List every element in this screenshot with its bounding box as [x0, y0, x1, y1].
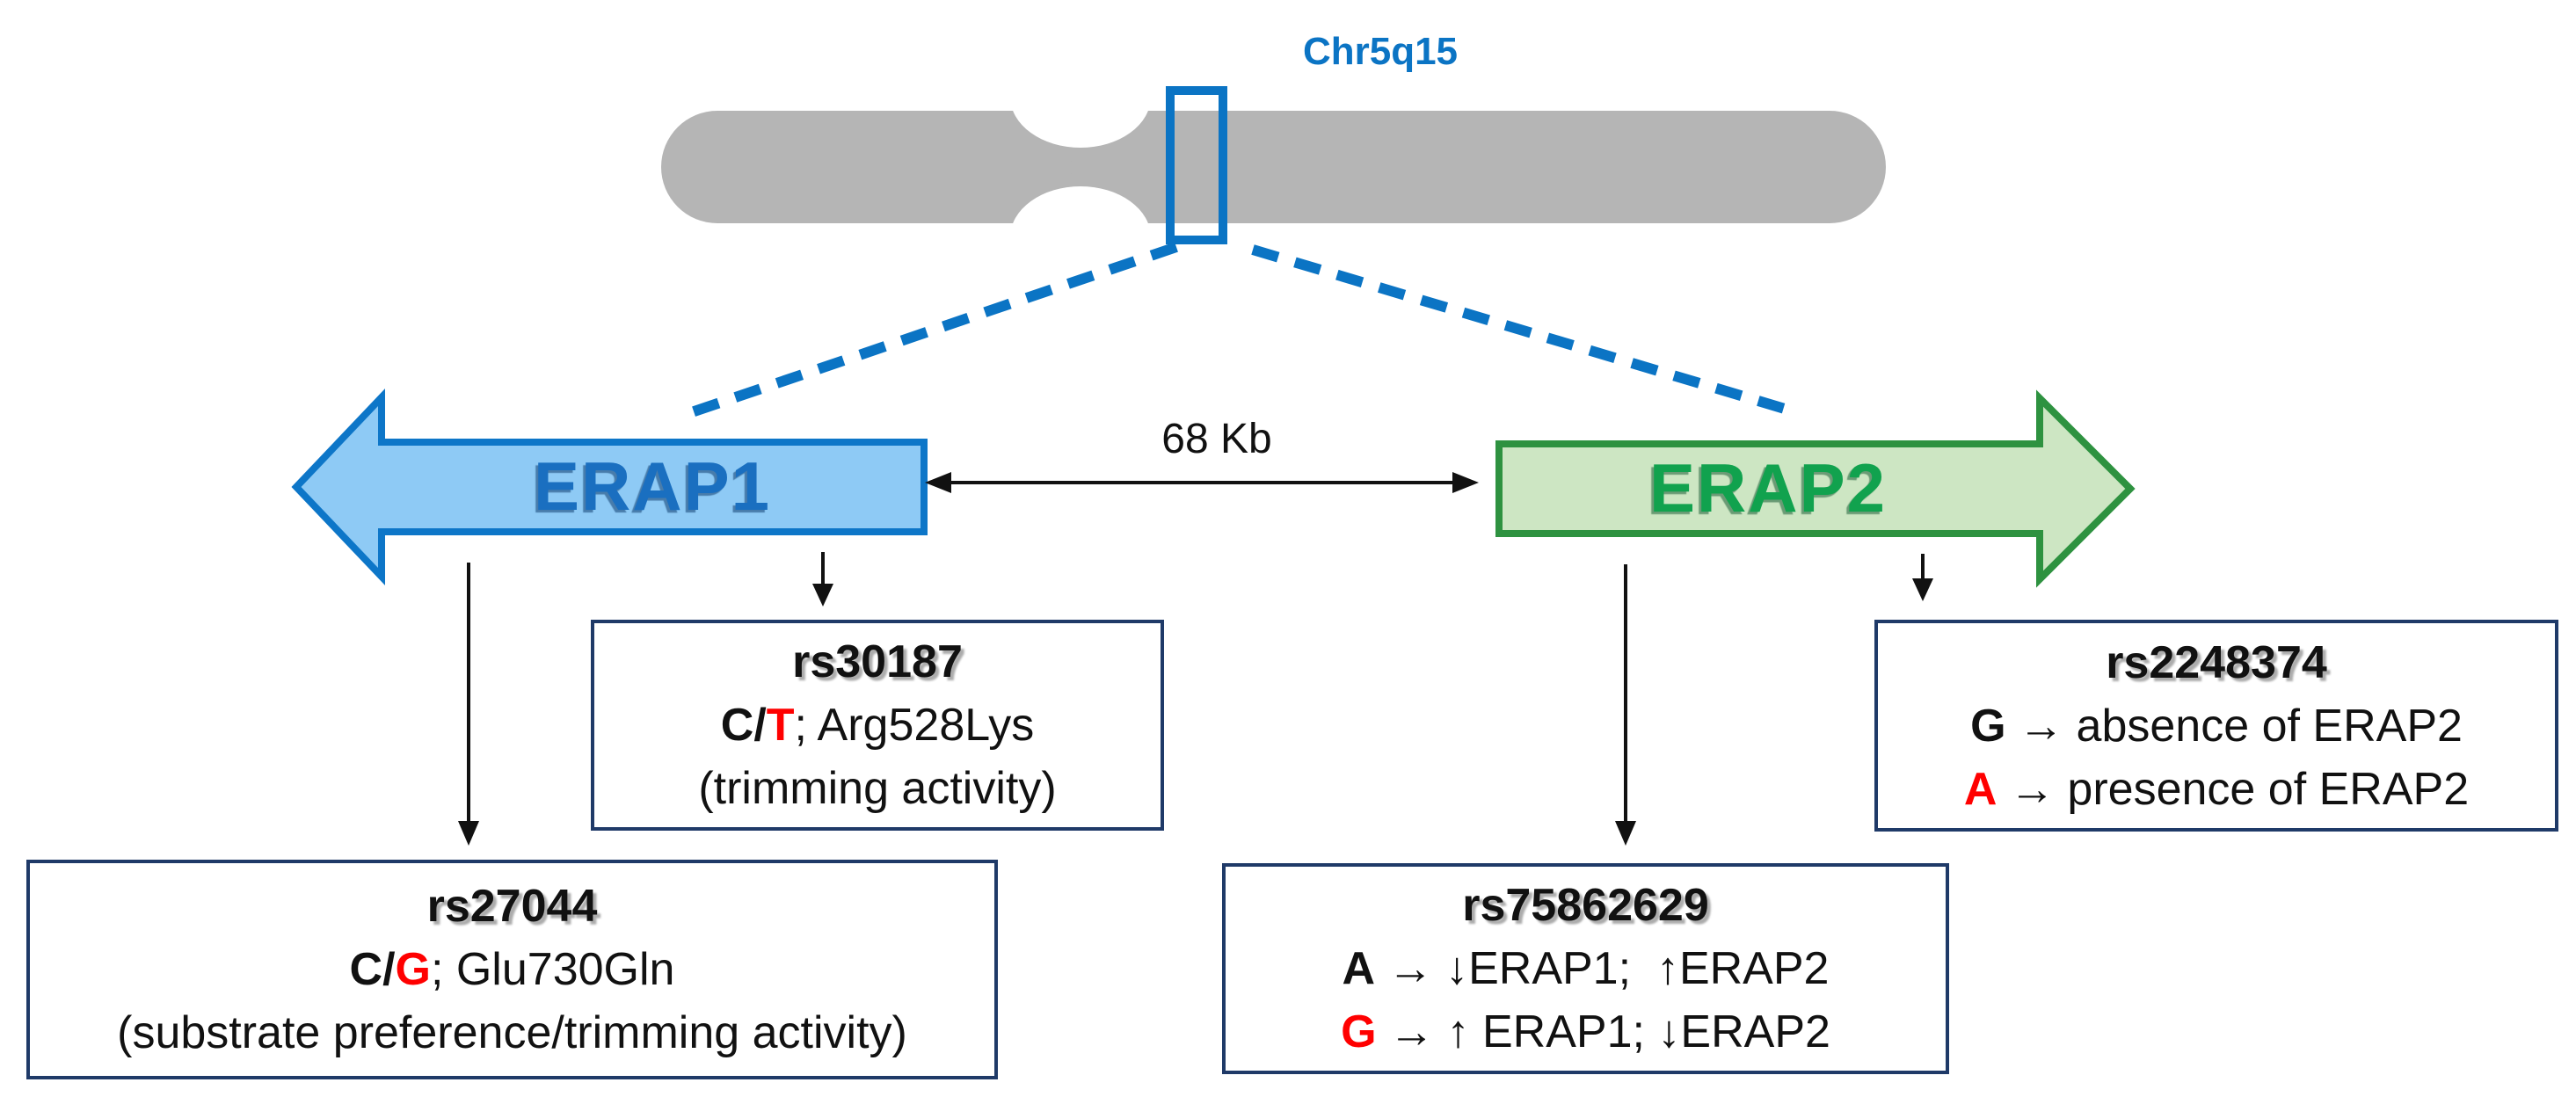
rs30187-allele-c: C/: [720, 700, 767, 751]
rs2248374-title: rs2248374: [2106, 636, 2327, 688]
rs2248374-g-allele: G: [1970, 700, 2006, 752]
rs75862629-g-effect: ↑ ERAP1; ↓ERAP2: [1446, 1006, 1830, 1057]
rs27044-allele-c: C/: [349, 944, 396, 995]
centromere-notch-top: [1010, 46, 1151, 148]
chromosome-p-arm: [661, 111, 1090, 223]
rs27044-allele-g: G: [395, 944, 431, 995]
rs75862629-a-allele: A: [1342, 943, 1376, 994]
right-arrow-icon: →: [2009, 763, 2056, 815]
rs30187-effect-line: (trimming activity): [698, 763, 1057, 814]
right-arrow-icon: →: [1388, 1006, 1435, 1057]
arrow-erap2-to-rs2248374: [1912, 554, 1933, 601]
rs27044-effect-line: (substrate preference/trimming activity): [117, 1007, 907, 1058]
rs30187-title: rs30187: [792, 636, 963, 687]
rs2248374-g-effect: absence of ERAP2: [2076, 700, 2463, 752]
rs2248374-box: rs2248374 G→absence of ERAP2 A→presence …: [1874, 620, 2558, 832]
right-arrow-icon: →: [2018, 700, 2064, 752]
erap1-gene-arrow: [291, 388, 928, 586]
rs27044-allele-line: C/G; Glu730Gln: [350, 944, 675, 995]
rs75862629-box: rs75862629 A→↓ERAP1; ↑ERAP2 G→↑ ERAP1; ↓…: [1222, 863, 1949, 1074]
rs30187-allele-t: T: [766, 700, 795, 751]
rs75862629-a-line: A→↓ERAP1; ↑ERAP2: [1343, 943, 1830, 994]
rs27044-box: rs27044 C/G; Glu730Gln (substrate prefer…: [26, 860, 998, 1079]
chromosome-band-label: Chr5q15: [1302, 30, 1459, 73]
arrow-erap1-to-rs27044: [458, 563, 479, 846]
rs30187-aa-change: ; Arg528Lys: [794, 700, 1035, 751]
band-highlight-rect: [1166, 86, 1227, 244]
dashed-callout-right: [1251, 244, 1795, 417]
centromere-notch-bottom: [1010, 186, 1151, 288]
rs75862629-a-effect: ↓ERAP1; ↑ERAP2: [1445, 943, 1830, 994]
erap2-gene-label: ERAP2: [1648, 449, 1888, 527]
rs27044-title: rs27044: [426, 881, 598, 932]
rs2248374-a-line: A→presence of ERAP2: [1964, 764, 2469, 815]
chromosome-q-arm: [1071, 111, 1886, 223]
rs27044-aa-change: ; Glu730Gln: [430, 944, 675, 995]
erap2-gene-arrow: [1495, 389, 2136, 588]
rs75862629-title: rs75862629: [1462, 880, 1709, 931]
rs30187-allele-line: C/T; Arg528Lys: [721, 700, 1034, 751]
rs75862629-g-line: G→↑ ERAP1; ↓ERAP2: [1341, 1006, 1830, 1057]
rs2248374-g-line: G→absence of ERAP2: [1970, 701, 2463, 752]
distance-double-arrow: [925, 472, 1479, 493]
erap1-gene-label: ERAP1: [533, 447, 772, 525]
rs2248374-a-allele: A: [1963, 763, 1997, 815]
arrow-erap2-to-rs75862629: [1615, 564, 1636, 846]
right-arrow-icon: →: [1387, 943, 1434, 994]
distance-label: 68 Kb: [1161, 416, 1272, 462]
rs30187-box: rs30187 C/T; Arg528Lys (trimming activit…: [591, 620, 1164, 831]
rs2248374-a-effect: presence of ERAP2: [2067, 763, 2470, 815]
dashed-callout-left: [682, 242, 1178, 420]
arrow-erap1-to-rs30187: [812, 552, 833, 607]
rs75862629-g-allele: G: [1341, 1006, 1377, 1057]
